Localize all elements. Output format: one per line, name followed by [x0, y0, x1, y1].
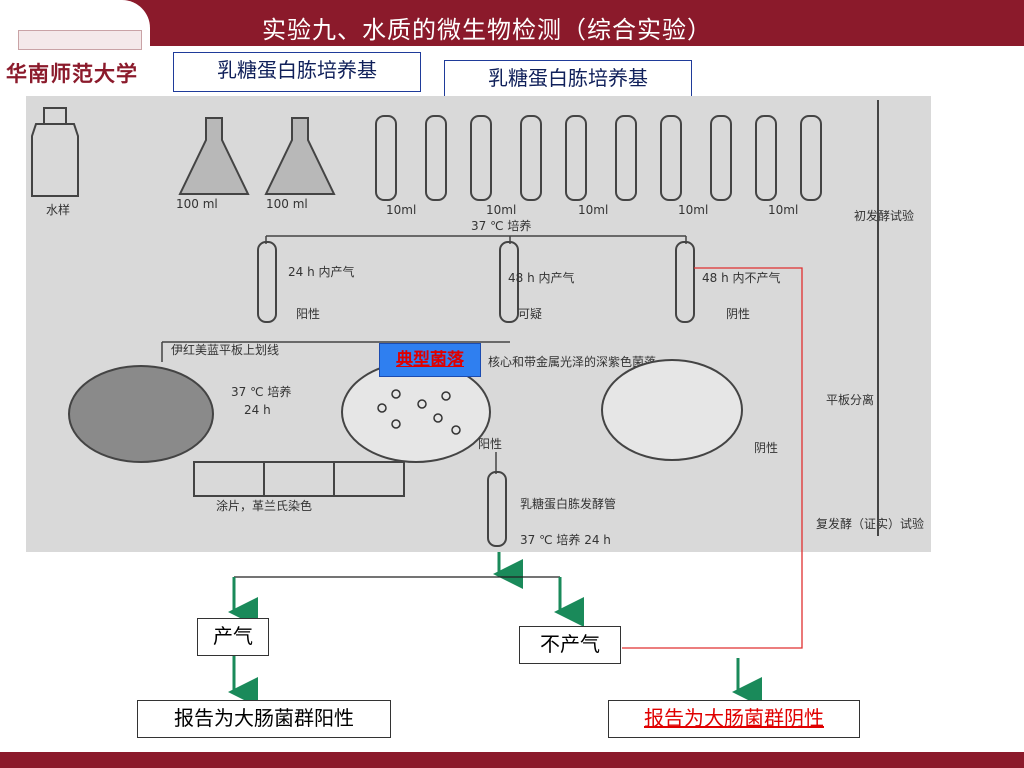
gas-produced-box: 产气	[197, 618, 269, 656]
tube-48h-result: 可疑	[518, 306, 542, 321]
smear-box-3	[333, 461, 405, 497]
gram-stain-label: 涂片，革兰氏染色	[216, 498, 312, 513]
confirm-incubation-label: 37 ℃ 培养 24 h	[520, 532, 611, 547]
slide-title: 实验九、水质的微生物检测（综合实验）	[262, 16, 712, 44]
lactose-tube	[487, 471, 507, 547]
plate-time-label: 24 h	[244, 403, 271, 417]
typical-colony-callout: 典型菌落	[379, 343, 481, 377]
tube-48h-no-gas-result: 阴性	[726, 307, 750, 321]
plate-positive-label: 阳性	[478, 437, 502, 451]
emb-plate-label: 伊红美蓝平板上划线	[171, 342, 279, 357]
university-logo-text: 华南师范大学	[6, 61, 138, 86]
plate-negative-label: 阴性	[754, 441, 778, 455]
logo-tab	[0, 0, 150, 70]
no-gas-box: 不产气	[519, 626, 621, 664]
tube-48h-no-gas	[675, 241, 695, 323]
secondary-fermentation-label: 复发酵（证实）试验	[816, 516, 924, 531]
incubation-label: 37 ℃ 培养	[471, 218, 531, 233]
tube-volume-3: 10ml	[578, 203, 608, 217]
typical-colony-plate	[341, 361, 491, 463]
tube-volume-1: 10ml	[386, 203, 416, 217]
report-negative-box: 报告为大肠菌群阴性	[608, 700, 860, 738]
plate-incubation-label: 37 ℃ 培养	[231, 384, 291, 399]
report-positive-box: 报告为大肠菌群阳性	[137, 700, 391, 738]
flask-1	[178, 117, 250, 195]
lactose-tube-label: 乳糖蛋白胨发酵管	[520, 496, 616, 511]
tube-24h-result: 阳性	[296, 307, 320, 321]
tube-48h	[499, 241, 519, 323]
footer-bar	[0, 752, 1024, 768]
negative-plate	[601, 359, 743, 461]
tube-24h	[257, 241, 277, 323]
tube-24h-gas-label: 24 h 内产气	[288, 264, 355, 279]
tube-48h-gas-label: 48 h 内产气	[508, 270, 575, 285]
smear-box-2	[263, 461, 335, 497]
tube-volume-2: 10ml	[486, 203, 516, 217]
header-bar	[0, 0, 1024, 46]
tube-volume-4: 10ml	[678, 203, 708, 217]
water-sample-bottle	[31, 107, 79, 197]
tube-48h-no-gas-label: 48 h 内不产气	[702, 270, 781, 285]
logo-banner	[18, 30, 142, 50]
colony-description: 核心和带金属光泽的深紫色菌落	[488, 354, 656, 369]
flask-2	[264, 117, 336, 195]
primary-fermentation-label: 初发酵试验	[854, 208, 914, 223]
primary-tubes	[375, 115, 822, 201]
procedure-diagram: 水样 100 ml 100 ml 10ml 10ml 10ml 10ml 10m…	[26, 96, 931, 552]
smear-box-1	[193, 461, 265, 497]
flask-volume-1: 100 ml	[176, 197, 218, 211]
medium-label-1: 乳糖蛋白胨培养基	[173, 52, 421, 92]
tube-volume-5: 10ml	[768, 203, 798, 217]
emb-plate	[68, 365, 214, 463]
plate-separation-label: 平板分离	[826, 392, 874, 407]
medium-label-2: 乳糖蛋白胨培养基	[444, 60, 692, 100]
water-sample-label: 水样	[46, 202, 70, 217]
procedure-diagram-svg: 水样 100 ml 100 ml 10ml 10ml 10ml 10ml 10m…	[31, 100, 924, 547]
flask-volume-2: 100 ml	[266, 197, 308, 211]
